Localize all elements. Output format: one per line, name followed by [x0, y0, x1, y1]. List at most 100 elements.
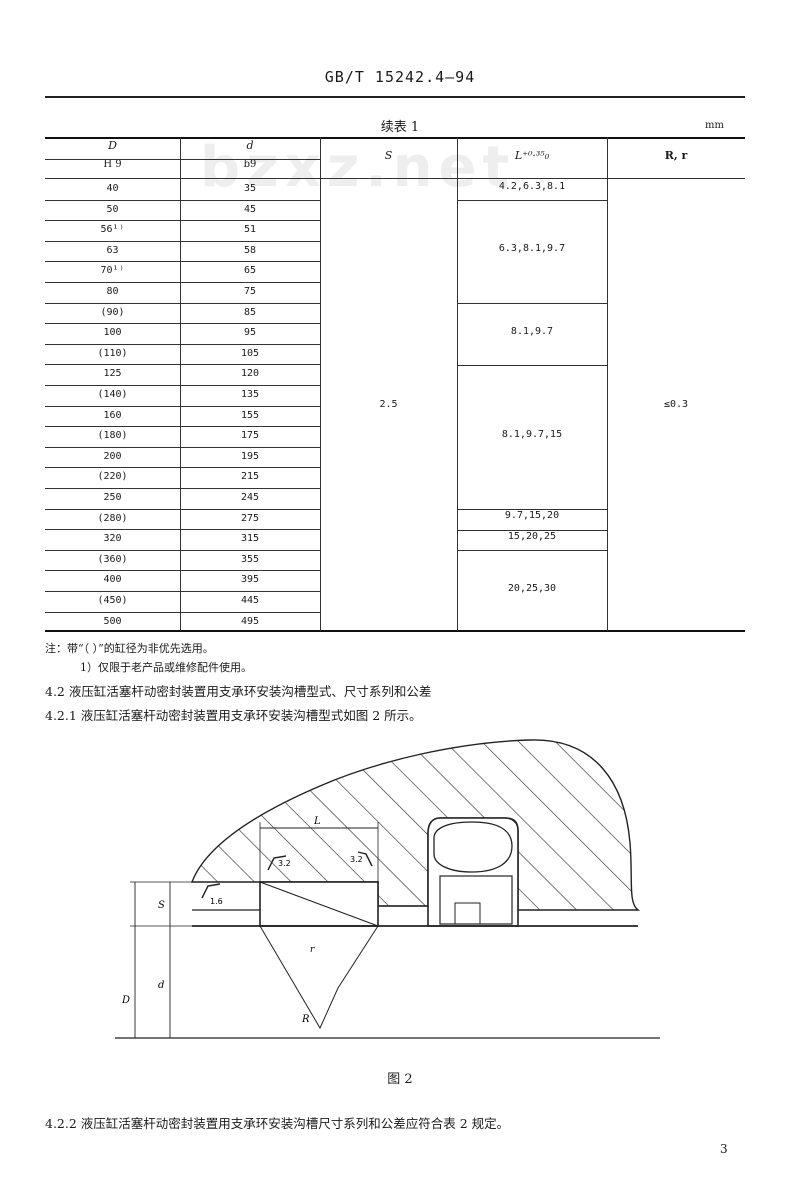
col-head-Rr: R, r: [664, 149, 688, 162]
row-rule: [45, 488, 320, 489]
row-rule: [45, 385, 320, 386]
L-group-6: 15,20,25: [507, 531, 557, 542]
table-cell-d: 120: [240, 368, 260, 380]
table-bottom-rule: [45, 630, 745, 632]
row-rule: [45, 426, 320, 428]
table-cell-D: (220): [97, 471, 128, 483]
table-note-2: 1）仅限于老产品或维修配件使用。: [80, 661, 252, 674]
table-cell-D: 200: [103, 450, 122, 462]
table-grid: D H 9 d b9 S L⁺⁰·³⁵₀ R, r 2.5 ≤0.3 4.2,6…: [45, 137, 745, 632]
table-cell-d: 45: [243, 203, 257, 215]
row-rule: [45, 199, 320, 201]
table-cell-d: 445: [240, 595, 260, 606]
table-cell-d: 58: [243, 244, 257, 256]
column-rule: [607, 137, 608, 631]
table-note-1: 注：带“（ ）”的缸径为非优先选用。: [45, 642, 214, 655]
row-rule: [45, 282, 320, 283]
table-cell-d: 95: [243, 327, 257, 339]
L-group-rule: [457, 530, 607, 531]
col-head-L: L⁺⁰·³⁵₀: [514, 149, 550, 162]
row-rule: [45, 343, 320, 345]
table-cell-d: 355: [240, 553, 260, 565]
roughness-1: 3.2: [278, 859, 291, 868]
table-cell-d: 275: [240, 512, 260, 524]
section-4-2-1: 4.2.1 液压缸活塞杆动密封装置用支承环安装沟槽型式如图 2 所示。: [45, 708, 422, 723]
standard-header: GB/T 15242.4—94: [324, 68, 476, 86]
header-split-rule: [45, 159, 320, 160]
table-cell-d: 495: [240, 615, 260, 627]
table-cell-D: (360): [97, 553, 128, 565]
row-rule: [45, 220, 320, 222]
table-cell-D: (450): [97, 595, 128, 606]
table-cell-d: 195: [240, 450, 260, 462]
table-cell-d: 35: [243, 183, 257, 194]
L-group-rule: [457, 365, 607, 366]
table-cell-D: (90): [100, 306, 125, 318]
label-S: S: [158, 900, 165, 911]
table-cell-d: 155: [240, 409, 260, 421]
row-rule: [45, 549, 320, 551]
table-cell-D: 63: [106, 244, 119, 256]
row-rule: [45, 446, 320, 448]
col-head-D-tol: H 9: [103, 159, 122, 170]
table-cell-d: 315: [240, 533, 260, 545]
dimension-table: D H 9 d b9 S L⁺⁰·³⁵₀ R, r 2.5 ≤0.3 4.2,6…: [45, 137, 745, 632]
L-group-2: 6.3,8.1,9.7: [498, 243, 566, 254]
housing-section: [190, 739, 641, 911]
row-rule: [45, 302, 320, 304]
row-rule: [45, 323, 320, 325]
table-cell-D: 56¹⁾: [100, 224, 125, 236]
row-rule: [45, 364, 320, 366]
table-cell-D: (280): [97, 512, 128, 524]
col-head-d: d: [246, 139, 254, 152]
table-cell-d: 105: [240, 347, 260, 359]
table-cell-D: (180): [97, 430, 128, 442]
table-cell-d: 215: [240, 471, 260, 483]
row-rule: [45, 611, 320, 613]
header-rule: [45, 96, 745, 98]
col-head-S: S: [384, 149, 393, 162]
S-value: 2.5: [379, 399, 398, 410]
header-rule: [45, 178, 745, 179]
label-D: D: [121, 995, 130, 1006]
label-L: L: [313, 816, 321, 827]
column-rule: [320, 137, 321, 631]
L-group-rule: [457, 509, 607, 510]
L-group-7: 20,25,30: [507, 583, 557, 594]
L-group-4: 8.1,9.7,15: [501, 429, 563, 440]
table-cell-d: 51: [243, 224, 257, 236]
row-rule: [45, 529, 320, 531]
table-cell-d: 245: [240, 492, 260, 503]
roughness-3: 1.6: [210, 897, 223, 906]
L-group-1: 4.2,6.3,8.1: [498, 181, 566, 192]
column-rule: [180, 137, 181, 631]
table-unit: mm: [705, 120, 724, 131]
L-group-5: 9.7,15,20: [504, 510, 560, 521]
figure-caption: 图 2: [387, 1072, 413, 1087]
roughness-2: 3.2: [350, 855, 363, 864]
L-group-rule: [457, 550, 607, 551]
table-cell-D: 500: [103, 615, 122, 627]
column-rule: [457, 137, 458, 631]
table-cell-D: (110): [97, 347, 128, 359]
table-cell-D: 70¹⁾: [100, 265, 125, 277]
row-rule: [45, 405, 320, 407]
L-group-rule: [457, 303, 607, 304]
table-cell-D: 50: [106, 203, 119, 215]
label-d: d: [158, 980, 164, 991]
L-group-rule: [457, 200, 607, 201]
table-cell-d: 135: [240, 389, 260, 400]
table-cell-D: 125: [103, 368, 122, 380]
Rr-value: ≤0.3: [663, 399, 689, 410]
table-cell-D: 400: [103, 574, 122, 586]
groove-drawing: L S d D R r 3.2 3.2 1.6: [115, 739, 660, 1039]
table-cell-D: 100: [103, 327, 122, 339]
row-rule: [45, 240, 320, 242]
label-r: r: [310, 945, 315, 955]
row-rule: [45, 591, 320, 592]
col-head-d-tol: b9: [243, 159, 257, 170]
label-R: R: [301, 1014, 310, 1025]
table-cell-D: 160: [103, 409, 122, 421]
table-cell-d: 175: [240, 430, 260, 442]
page-number: 3: [720, 1142, 728, 1156]
